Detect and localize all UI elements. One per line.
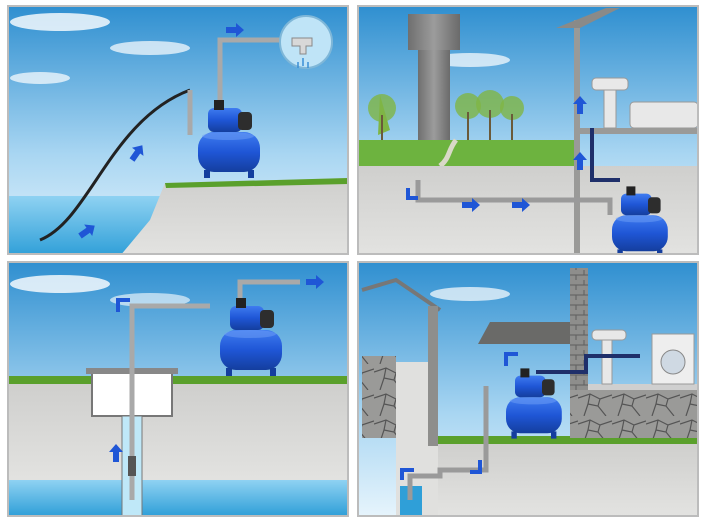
bathtub-icon [629,101,698,129]
washing-machine-icon [651,333,695,385]
flow-arrow-icon [406,96,587,212]
sink-icon [591,329,627,385]
flow-arrow-icon [109,275,324,462]
panel-house-well [357,261,699,517]
panel-surface-water [7,5,349,255]
faucet-icon [279,15,333,69]
panel-water-tower [357,5,699,255]
sink-icon [591,77,629,129]
flow-arrow-icon [400,352,518,480]
panel-well-underground [7,261,349,517]
